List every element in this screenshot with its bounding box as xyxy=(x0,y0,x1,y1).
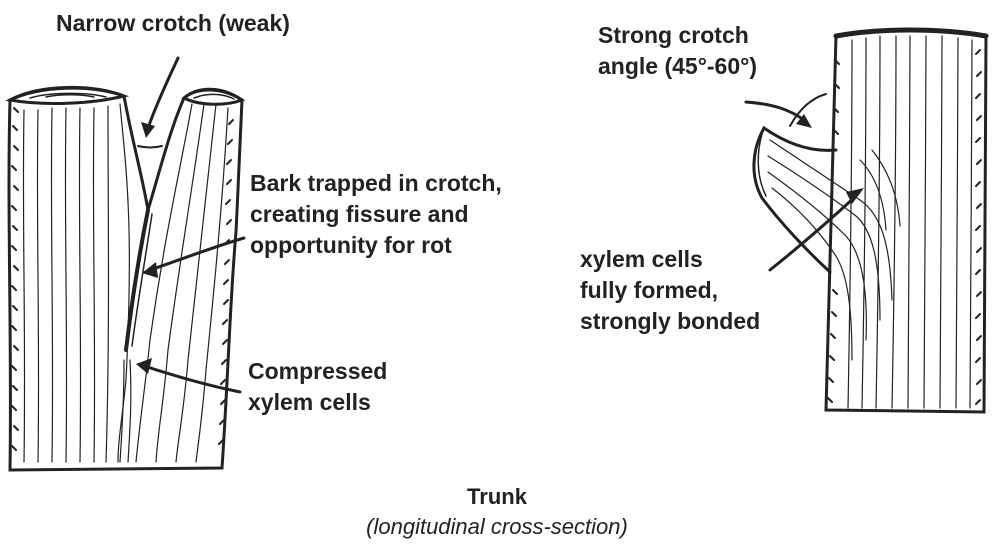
label-bark-trapped: Bark trapped in crotch, creating fissure… xyxy=(250,168,502,261)
label-strong-crotch: Strong crotch angle (45°-60°) xyxy=(598,20,757,82)
label-xylem-line1: xylem cells xyxy=(580,244,760,275)
weak-crotch-trunk-drawing xyxy=(9,87,242,470)
compressed-arrowhead xyxy=(136,358,152,374)
label-narrow-crotch: Narrow crotch (weak) xyxy=(56,8,290,39)
label-xylem-line3: strongly bonded xyxy=(580,306,760,337)
label-compressed-xylem: Compressed xylem cells xyxy=(248,356,387,418)
narrow-crotch-arrowhead xyxy=(141,122,155,138)
label-strong-crotch-line2: angle (45°-60°) xyxy=(598,51,757,82)
label-strong-crotch-line1: Strong crotch xyxy=(598,20,757,51)
label-compressed-line2: xylem cells xyxy=(248,387,387,418)
label-bark-line2: creating fissure and xyxy=(250,199,502,230)
label-xylem-bonded: xylem cells fully formed, strongly bonde… xyxy=(580,244,760,337)
compressed-arrow xyxy=(144,366,240,392)
caption-subtitle: (longitudinal cross-section) xyxy=(0,512,994,542)
strong-crotch-trunk-drawing xyxy=(754,30,986,412)
label-bark-line1: Bark trapped in crotch, xyxy=(250,168,502,199)
label-xylem-line2: fully formed, xyxy=(580,275,760,306)
caption-title: Trunk xyxy=(0,482,994,512)
narrow-crotch-arrow xyxy=(148,58,178,128)
label-bark-line3: opportunity for rot xyxy=(250,230,502,261)
caption: Trunk (longitudinal cross-section) xyxy=(0,482,994,542)
label-compressed-line1: Compressed xyxy=(248,356,387,387)
